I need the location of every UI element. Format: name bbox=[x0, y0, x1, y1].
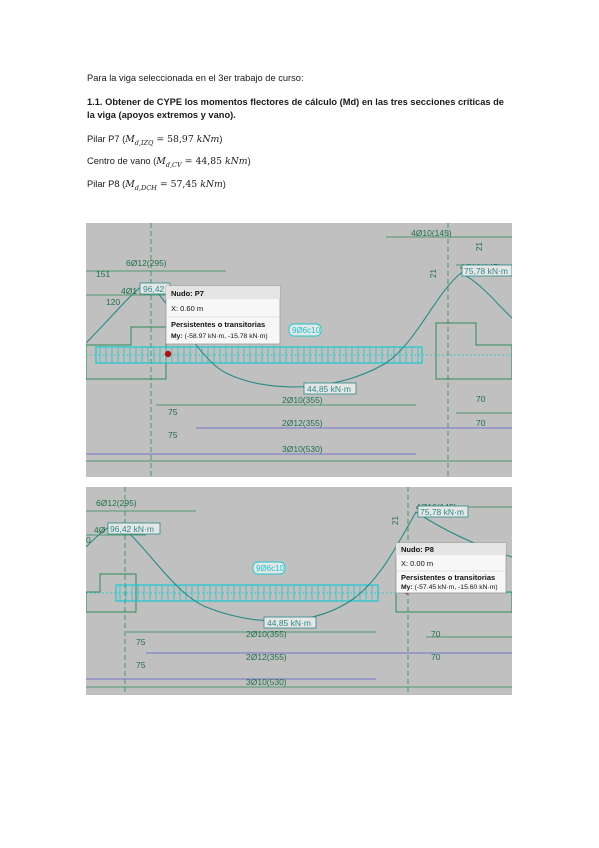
f1-rebar-bottom2: 2Ø12(355) bbox=[282, 418, 323, 428]
f1-dim-75b: 75 bbox=[168, 430, 178, 440]
result-cv-label: Centro de vano ( bbox=[87, 156, 157, 166]
f2-moment-right: 75,78 kN·m bbox=[420, 507, 464, 517]
f1-moment-right: 75,78 kN·m bbox=[464, 266, 508, 276]
f2-dim-75a: 75 bbox=[136, 637, 146, 647]
f1-rebar-bottom3: 3Ø10(530) bbox=[282, 444, 323, 454]
f2-stirrups-label: 9Ø6c10 bbox=[256, 564, 285, 573]
f2-tooltip: Nudo: P8 X: 0.00 m Persistentes o transi… bbox=[395, 542, 507, 594]
f2-dim-21: 21 bbox=[391, 516, 400, 525]
f1-moment-left: 96,42 bbox=[143, 284, 165, 294]
result-p8-formula: Md,DCH = 57,45 kNm bbox=[125, 179, 223, 192]
f1-dim-75a: 75 bbox=[168, 407, 178, 417]
f2-moment-mid: 44,85 kN·m bbox=[267, 618, 311, 628]
f2-rebar-bottom3: 3Ø10(530) bbox=[246, 677, 287, 687]
f2-moment-left: 96,42 kN·m bbox=[110, 524, 154, 534]
result-p8: Pilar P8 (Md,DCH = 57,45 kNm) bbox=[87, 179, 226, 192]
f1-tooltip-node: Nudo: P7 bbox=[171, 289, 204, 298]
beam-screenshot-p8: 6Ø12(295) 4Ø10(145) 4Ø 0 21 96,42 kN·m 7… bbox=[86, 487, 512, 695]
f2-dim-70a: 70 bbox=[431, 629, 441, 639]
f2-rebar-left-upper: 4Ø bbox=[94, 525, 106, 535]
f2-tooltip-node: Nudo: P8 bbox=[401, 545, 434, 554]
f1-tooltip: Nudo: P7 X: 0.60 m Persistentes o transi… bbox=[165, 285, 281, 345]
f1-stirrups-label: 9Ø6c10 bbox=[292, 326, 321, 335]
f1-tooltip-case: Persistentes o transitorias bbox=[171, 320, 265, 329]
f2-rebar-top-left: 6Ø12(295) bbox=[96, 498, 137, 508]
result-p7-formula: Md,IZQ = 58,97 kNm bbox=[125, 134, 220, 147]
f1-rebar-top-left: 6Ø12(295) bbox=[126, 258, 167, 268]
result-centro-vano: Centro de vano (Md,CV = 44,85 kNm) bbox=[87, 156, 251, 169]
f2-dim-0: 0 bbox=[86, 535, 91, 545]
f1-dim-21a: 21 bbox=[429, 269, 438, 278]
f2-tooltip-x: X: 0.00 m bbox=[401, 559, 433, 568]
f1-tooltip-x: X: 0.60 m bbox=[171, 304, 203, 313]
f1-dim-120: 120 bbox=[106, 297, 120, 307]
section-title-line1: Obtener de CYPE los momentos flectores d… bbox=[105, 97, 504, 107]
f1-dim-151: 151 bbox=[96, 269, 110, 279]
f2-tooltip-case: Persistentes o transitorias bbox=[401, 573, 495, 582]
f2-rebar-bottom2: 2Ø12(355) bbox=[246, 652, 287, 662]
svg-text:My: (-58.97 kN·m, -15.78 kN·m): My: (-58.97 kN·m, -15.78 kN·m) bbox=[171, 333, 268, 340]
f2-dim-70b: 70 bbox=[431, 652, 441, 662]
intro-text: Para la viga seleccionada en el 3er trab… bbox=[87, 73, 304, 83]
f1-tooltip-my: (-58.97 kN·m, -15.78 kN·m) bbox=[185, 333, 268, 340]
f2-tooltip-my: (-57.45 kN·m, -15.60 kN·m) bbox=[415, 584, 498, 591]
result-p7-label: Pilar P7 ( bbox=[87, 134, 126, 144]
f1-dim-70b: 70 bbox=[476, 418, 486, 428]
result-p8-label: Pilar P8 ( bbox=[87, 179, 126, 189]
f1-rebar-left-upper: 4Ø1 bbox=[121, 286, 137, 296]
result-p7: Pilar P7 (Md,IZQ = 58,97 kNm) bbox=[87, 134, 223, 147]
f1-rebar-bottom1: 2Ø10(355) bbox=[282, 395, 323, 405]
beam-screenshot-p7: 4Ø10(145) 6Ø12(295) 4Ø10(145) 4Ø1 151 12… bbox=[86, 223, 512, 477]
section-number: 1.1. bbox=[87, 97, 103, 107]
f2-rebar-bottom1: 2Ø10(355) bbox=[246, 629, 287, 639]
svg-text:My: (-57.45 kN·m, -15.60 kN·m): My: (-57.45 kN·m, -15.60 kN·m) bbox=[401, 584, 498, 591]
f1-dim-21b: 21 bbox=[475, 242, 484, 251]
f1-dim-70a: 70 bbox=[476, 394, 486, 404]
f1-moment-mid: 44,85 kN·m bbox=[307, 384, 351, 394]
section-title-line2: la viga (apoyos extremos y vano). bbox=[87, 110, 236, 120]
result-cv-formula: Md,CV = 44,85 kNm bbox=[156, 156, 248, 169]
f2-dim-75b: 75 bbox=[136, 660, 146, 670]
f1-rebar-top-right: 4Ø10(145) bbox=[411, 228, 452, 238]
section-heading-line1: 1.1. Obtener de CYPE los momentos flecto… bbox=[87, 96, 504, 108]
